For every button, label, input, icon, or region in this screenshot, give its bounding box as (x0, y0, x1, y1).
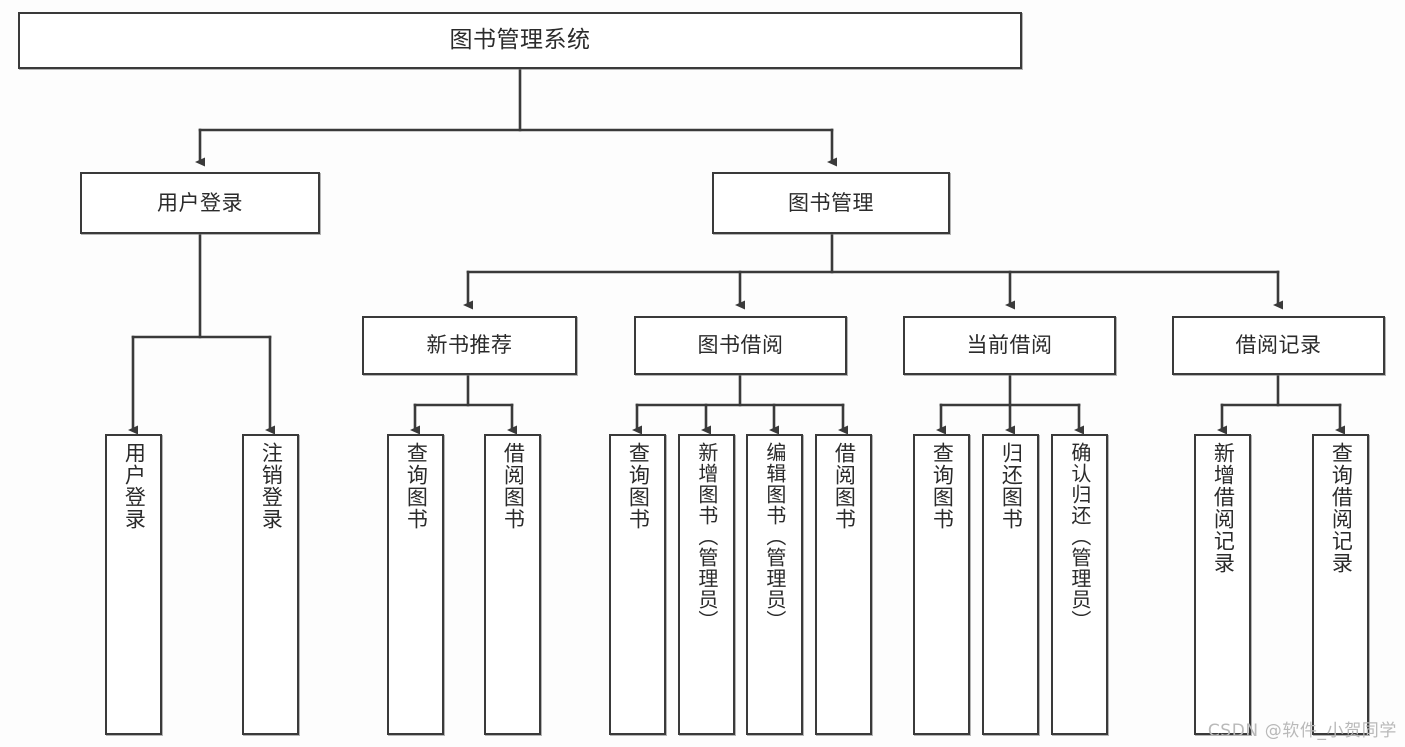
leaf-user-login-logout[interactable]: 注销登录 (242, 434, 299, 735)
node-label: 用户登录 (122, 442, 147, 530)
node-label: 借阅图书 (501, 442, 526, 530)
node-root-system[interactable]: 图书管理系统 (18, 12, 1022, 69)
node-new-book-recommend[interactable]: 新书推荐 (362, 316, 577, 375)
node-label: 查询图书 (930, 442, 955, 530)
watermark-text: CSDN @软件_小贺同学 (1207, 721, 1397, 741)
leaf-recommend-query-book[interactable]: 查询图书 (387, 434, 444, 735)
leaf-borrow-query-book[interactable]: 查询图书 (609, 434, 666, 735)
node-label: 归还图书 (999, 442, 1024, 530)
leaf-current-query-book[interactable]: 查询图书 (913, 434, 970, 735)
node-label: 确认归还（管理员） (1067, 442, 1092, 631)
node-label: 新增借阅记录 (1211, 442, 1236, 574)
node-label: 借阅图书 (832, 442, 857, 530)
node-label: 查询借阅记录 (1329, 442, 1354, 574)
leaf-borrow-borrow-book[interactable]: 借阅图书 (815, 434, 872, 735)
node-label: 编辑图书（管理员） (762, 442, 787, 631)
node-label: 查询图书 (404, 442, 429, 530)
node-label: 新增图书（管理员） (694, 442, 719, 631)
node-borrow-record[interactable]: 借阅记录 (1172, 316, 1385, 375)
node-label: 注销登录 (259, 442, 284, 530)
leaf-borrow-add-book-admin[interactable]: 新增图书（管理员） (678, 434, 735, 735)
node-user-login[interactable]: 用户登录 (80, 172, 320, 234)
node-label: 借阅记录 (1235, 333, 1322, 358)
leaf-record-add-record[interactable]: 新增借阅记录 (1194, 434, 1251, 735)
node-label: 用户登录 (157, 190, 243, 215)
node-current-borrow[interactable]: 当前借阅 (903, 316, 1116, 375)
node-label: 图书管理系统 (449, 27, 591, 54)
node-label: 新书推荐 (426, 333, 513, 358)
node-label: 图书借阅 (697, 333, 784, 358)
node-book-management[interactable]: 图书管理 (712, 172, 950, 234)
leaf-current-return-book[interactable]: 归还图书 (982, 434, 1039, 735)
leaf-recommend-borrow-book[interactable]: 借阅图书 (484, 434, 541, 735)
node-label: 查询图书 (626, 442, 651, 530)
leaf-borrow-edit-book-admin[interactable]: 编辑图书（管理员） (746, 434, 803, 735)
node-label: 图书管理 (788, 190, 874, 215)
leaf-record-query-record[interactable]: 查询借阅记录 (1312, 434, 1369, 735)
node-label: 当前借阅 (966, 333, 1053, 358)
leaf-current-confirm-return-admin[interactable]: 确认归还（管理员） (1051, 434, 1108, 735)
node-book-borrow[interactable]: 图书借阅 (634, 316, 847, 375)
leaf-user-login-signin[interactable]: 用户登录 (105, 434, 162, 735)
